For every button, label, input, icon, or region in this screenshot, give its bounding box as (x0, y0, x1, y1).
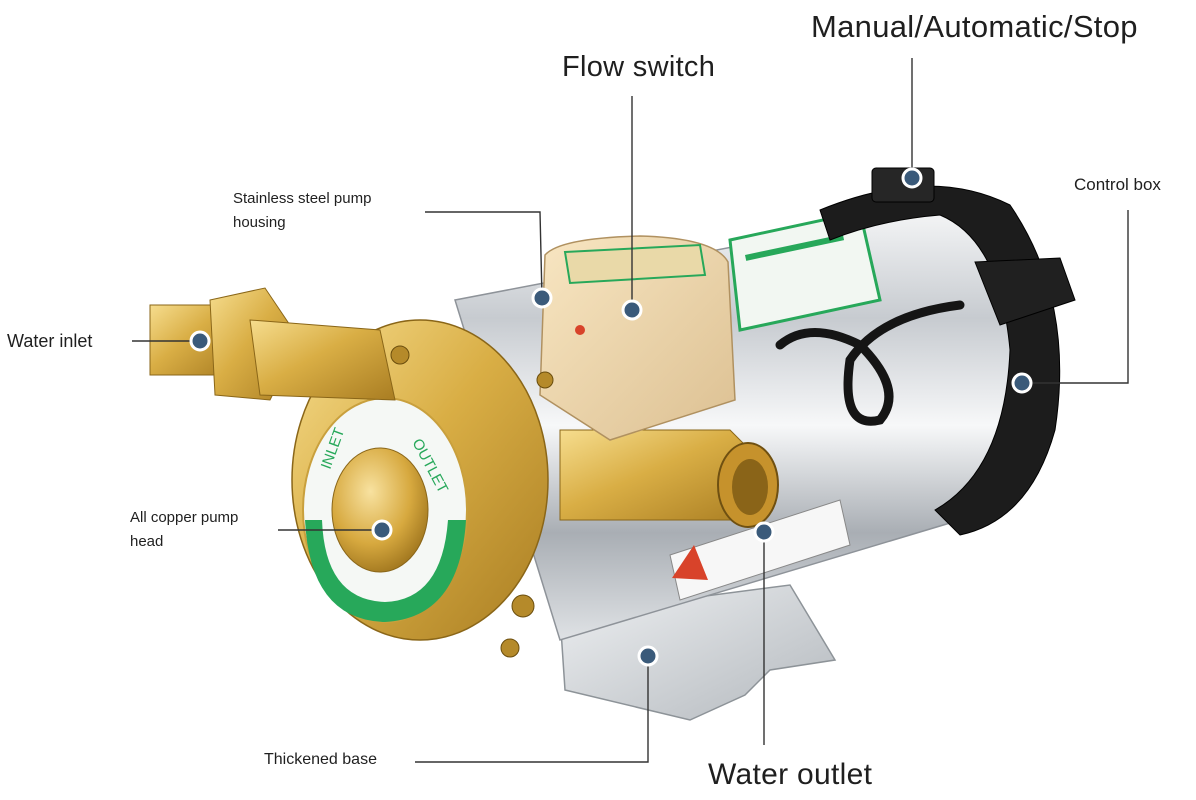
label-stainless-housing-line2: housing (233, 214, 286, 231)
label-copper-head-line1: All copper pump (130, 509, 239, 526)
pump-head-dome (331, 447, 429, 573)
label-control-box: Control box (1074, 175, 1161, 194)
leader-line-housing (425, 211, 543, 299)
screw (500, 638, 520, 658)
label-stainless-housing: Stainless steel pump housing (233, 187, 371, 235)
label-water-outlet: Water outlet (708, 758, 873, 791)
screw (536, 371, 554, 389)
leader-line-control-box (1022, 210, 1129, 384)
callout-dot-control-box (1011, 372, 1033, 394)
callout-dot-thickened-base (637, 645, 659, 667)
screw (511, 594, 535, 618)
callout-dot-flow-switch (621, 299, 643, 321)
power-cable (775, 300, 965, 426)
leader-lines (132, 58, 1129, 763)
callout-dot-copper-head (371, 519, 393, 541)
label-water-inlet: Water inlet (7, 331, 93, 351)
callout-dots (189, 167, 1033, 667)
callout-dot-housing (531, 287, 553, 309)
label-thickened-base: Thickened base (264, 751, 377, 768)
leader-line-thickened-base (415, 656, 649, 763)
callout-dot-water-outlet (753, 521, 775, 543)
label-stainless-housing-line1: Stainless steel pump (233, 190, 372, 207)
pump-head-green-band (305, 520, 466, 622)
flow-switch-shape (539, 235, 736, 441)
callout-dot-water-inlet (189, 330, 211, 352)
label-manual-automatic-stop: Manual/Automatic/Stop (811, 9, 1138, 44)
callout-dot-manual (901, 167, 923, 189)
screw (390, 345, 410, 365)
label-copper-head-line2: head (130, 533, 164, 550)
label-flow-switch: Flow switch (562, 51, 716, 83)
housing-label (728, 210, 882, 332)
label-copper-head: All copper pump head (130, 506, 238, 554)
warning-sticker (669, 499, 851, 601)
